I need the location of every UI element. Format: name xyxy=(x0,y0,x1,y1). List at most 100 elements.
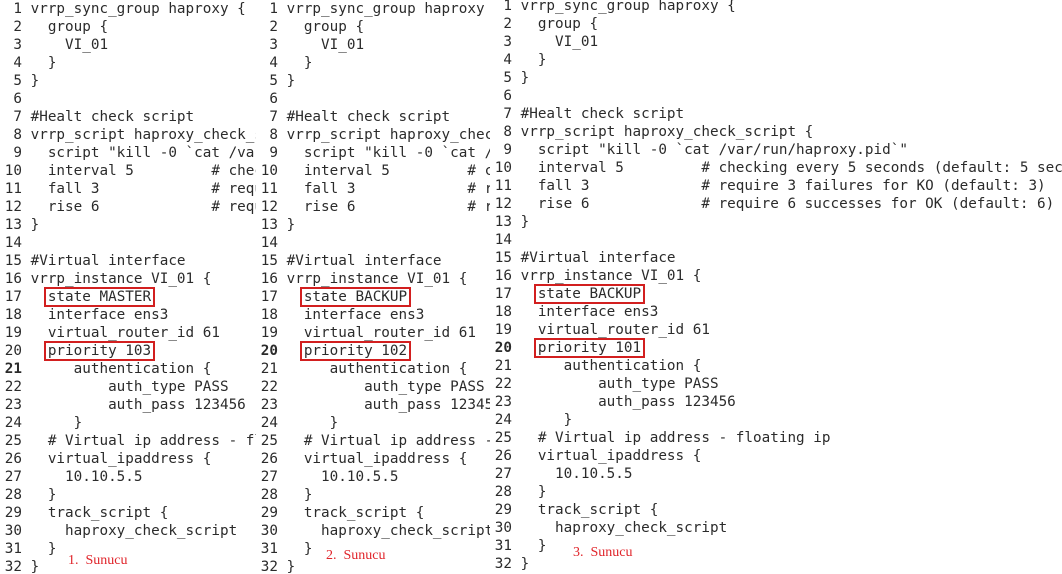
line-number: 27 xyxy=(4,469,22,485)
line-number: 14 xyxy=(260,235,278,251)
code-text: } xyxy=(278,541,313,557)
line-number: 2 xyxy=(13,19,22,35)
code-line: 18 interface ens3 xyxy=(256,306,425,324)
line-number: 18 xyxy=(4,307,22,323)
code-text: group { xyxy=(22,19,109,35)
code-text xyxy=(278,235,287,251)
code-line: 14 xyxy=(256,234,287,252)
line-number: 30 xyxy=(260,523,278,539)
line-number: 2 xyxy=(503,16,512,32)
code-line: 13 } xyxy=(490,213,529,231)
code-text: } xyxy=(22,217,40,233)
code-line: 22 auth_type PASS xyxy=(256,378,485,396)
code-line: 4 } xyxy=(490,51,546,69)
code-line: 18 interface ens3 xyxy=(490,303,659,321)
line-number: 28 xyxy=(494,484,512,500)
line-number: 3 xyxy=(269,37,278,53)
code-text: #Virtual interface xyxy=(512,250,676,266)
code-text: fall 3 # require 3 failures for KO (defa… xyxy=(512,178,1046,194)
code-line: 28 } xyxy=(0,486,57,504)
code-line: 28 } xyxy=(256,486,313,504)
code-line: 28 } xyxy=(490,483,547,501)
code-line: 15 #Virtual interface xyxy=(490,249,676,267)
line-number: 7 xyxy=(269,109,278,125)
highlight-box: state MASTER xyxy=(43,287,156,307)
line-number: 27 xyxy=(494,466,512,482)
code-line: 11 fall 3 # require 3 failures for KO (d… xyxy=(256,180,496,198)
code-line: 16 vrrp_instance VI_01 { xyxy=(0,270,212,288)
line-number: 5 xyxy=(13,73,22,89)
code-line: 14 xyxy=(490,231,521,249)
line-number: 9 xyxy=(13,145,22,161)
line-number: 8 xyxy=(503,124,512,140)
line-number: 25 xyxy=(4,433,22,449)
code-text: interface ens3 xyxy=(22,307,169,323)
code-line: 4 } xyxy=(256,54,312,72)
line-number: 12 xyxy=(4,199,22,215)
code-line: 6 xyxy=(490,87,521,105)
code-text: } xyxy=(22,487,57,503)
line-number: 30 xyxy=(494,520,512,536)
code-line: 7 #Healt check script xyxy=(490,105,684,123)
line-number: 4 xyxy=(269,55,278,71)
code-text: } xyxy=(278,55,313,71)
code-text: haproxy_check_script xyxy=(512,520,728,536)
code-line: 7 #Healt check script xyxy=(0,108,194,126)
code-text: rise 6 # require 6 successes for OK (def… xyxy=(303,199,496,215)
code-text: } xyxy=(278,415,339,431)
line-number: 1 xyxy=(13,1,22,17)
code-text: #Virtual interface xyxy=(22,253,186,269)
line-number: 13 xyxy=(494,214,512,230)
line-number: 18 xyxy=(260,307,278,323)
code-line: 27 10.10.5.5 xyxy=(256,468,399,486)
code-line: 1 vrrp_sync_group haproxy { xyxy=(0,0,245,18)
line-number: 16 xyxy=(494,268,512,284)
line-number: 20 xyxy=(260,343,278,359)
code-line: 4 } xyxy=(0,54,56,72)
pane-caption: 3. Sunucu xyxy=(573,545,633,560)
code-text: script "kill -0 `cat /var/run/haproxy.pi… xyxy=(303,145,496,161)
line-number: 2 xyxy=(269,19,278,35)
code-line: 22 auth_type PASS xyxy=(490,375,719,393)
code-line: 16 vrrp_instance VI_01 { xyxy=(490,267,702,285)
line-number: 14 xyxy=(4,235,22,251)
code-text: vrrp_script haproxy_check_script { xyxy=(512,124,814,140)
line-number: 22 xyxy=(4,379,22,395)
line-number: 15 xyxy=(260,253,278,269)
line-number: 22 xyxy=(260,379,278,395)
code-line: 9 script "kill -0 `cat /var/run/haproxy.… xyxy=(0,144,262,162)
code-line: 20 priority 102 xyxy=(256,341,412,361)
line-number: 7 xyxy=(13,109,22,125)
code-line: 9 script "kill -0 `cat /var/run/haproxy.… xyxy=(256,144,496,162)
code-text: interval 5 # checking every 5 seconds (d… xyxy=(47,163,262,179)
line-number: 17 xyxy=(260,289,278,305)
line-number: 7 xyxy=(503,106,512,122)
line-number: 5 xyxy=(503,70,512,86)
code-line: 6 xyxy=(256,90,287,108)
line-number: 3 xyxy=(503,34,512,50)
line-number: 8 xyxy=(269,127,278,143)
code-line: 13 } xyxy=(0,216,39,234)
code-line: 8 vrrp_script haproxy_check_script { xyxy=(490,123,813,141)
highlighted-code: priority 103 xyxy=(22,341,156,361)
code-line: 12 rise 6 # require 6 successes for OK (… xyxy=(0,198,262,216)
line-number: 29 xyxy=(260,505,278,521)
line-number: 29 xyxy=(494,502,512,518)
code-text xyxy=(22,91,31,107)
line-number: 31 xyxy=(494,538,512,554)
code-text: script "kill -0 `cat /var/run/haproxy.pi… xyxy=(512,142,908,158)
line-number: 20 xyxy=(4,343,22,359)
highlight-box: priority 101 xyxy=(533,338,646,358)
code-line: 2 group { xyxy=(490,15,598,33)
code-line: 5 } xyxy=(0,72,39,90)
code-line: 24 } xyxy=(490,411,572,429)
line-number: 6 xyxy=(269,91,278,107)
code-text: # Virtual ip address - floating ip xyxy=(303,433,494,449)
code-text xyxy=(278,91,287,107)
code-text: virtual_ipaddress { xyxy=(512,448,702,464)
code-text: authentication { xyxy=(278,361,468,377)
code-line: 24 } xyxy=(0,414,82,432)
line-number: 11 xyxy=(494,178,512,194)
code-line: 10 interval 5 # checking every 5 seconds… xyxy=(490,159,1062,177)
line-number: 23 xyxy=(494,394,512,410)
